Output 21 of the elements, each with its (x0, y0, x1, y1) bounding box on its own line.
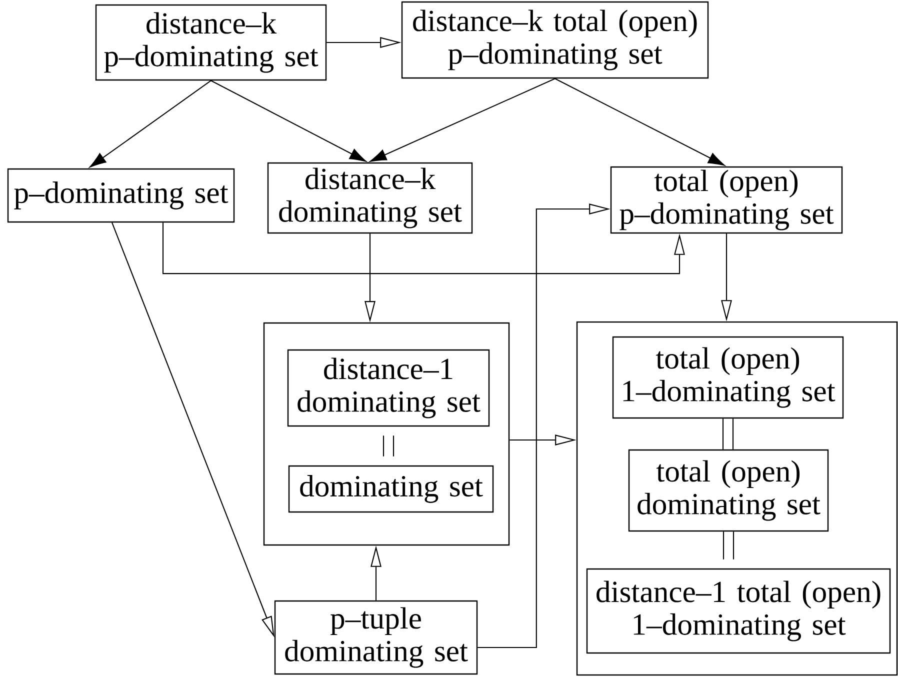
process-box: distance–k p–dominating set (95, 4, 327, 81)
container-box (263, 322, 510, 546)
double-line (722, 418, 734, 450)
process-box: distance–k dominating set (267, 162, 473, 234)
process-box: total (open) 1–dominating set (612, 336, 844, 419)
process-box: p–tuple dominating set (274, 600, 478, 675)
arrow (554, 78, 725, 166)
arrow (162, 222, 685, 274)
double-line (722, 531, 734, 560)
double-line (382, 435, 394, 457)
arrow (90, 80, 212, 168)
process-box: total (open) dominating set (628, 449, 829, 532)
container-box (576, 321, 898, 676)
process-box: dominating set (288, 465, 494, 513)
arrow (370, 78, 556, 162)
arrow (210, 80, 366, 162)
process-box: distance–k total (open) p–dominating set (401, 1, 709, 79)
process-box: distance–1 total (open) 1–dominating set (586, 568, 891, 654)
process-box: total (open) p–dominating set (610, 166, 843, 234)
process-box: distance–1 dominating set (287, 349, 490, 427)
process-box: p–dominating set (7, 168, 235, 223)
